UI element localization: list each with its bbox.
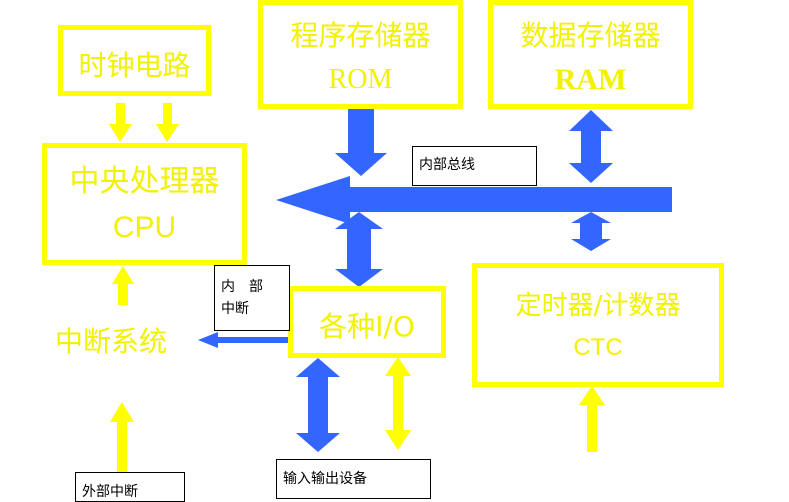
rom-to-bus-arrow bbox=[335, 104, 387, 176]
ctc-abbrev: CTC bbox=[573, 334, 623, 361]
ctc-block: 定时器/计数器 CTC bbox=[472, 263, 724, 387]
internal-bus-note: 内部总线 bbox=[412, 146, 537, 186]
interrupt-system-label: 中断系统 bbox=[55, 325, 168, 358]
clock-circuit-block: 时钟电路 bbox=[58, 25, 211, 96]
rom-block: 程序存储器 ROM bbox=[258, 0, 463, 109]
ram-label: 数据存储器 bbox=[520, 19, 661, 52]
ctc-label: 定时器/计数器 bbox=[515, 291, 681, 321]
internal-interrupt-text-line2: 中断 bbox=[221, 301, 249, 317]
clock-circuit-label: 时钟电路 bbox=[78, 49, 191, 82]
ram-abbrev: RAM bbox=[554, 63, 627, 96]
external-interrupt-note: 外部中断 bbox=[75, 472, 185, 502]
interrupt-to-cpu-arrow bbox=[112, 266, 134, 305]
internal-bus-arrow bbox=[276, 176, 672, 224]
io-to-interrupt-arrow bbox=[198, 332, 290, 348]
cpu-block: 中央处理器 CPU bbox=[42, 143, 247, 265]
ctc-input-arrow bbox=[579, 386, 605, 452]
cpu-abbrev: CPU bbox=[112, 211, 177, 244]
external-interrupt-text: 外部中断 bbox=[82, 484, 138, 500]
cpu-label: 中央处理器 bbox=[69, 164, 220, 199]
io-device-bus-arrow bbox=[296, 358, 340, 452]
rom-abbrev: ROM bbox=[328, 64, 393, 95]
internal-interrupt-text-line1: 内 部 bbox=[221, 279, 263, 295]
io-label: 各种I/O bbox=[319, 310, 415, 343]
clock-to-cpu-arrow-left bbox=[109, 103, 132, 142]
ram-block: 数据存储器 RAM bbox=[488, 0, 693, 109]
io-block: 各种I/O bbox=[288, 286, 446, 358]
ram-bus-double-arrow bbox=[569, 110, 613, 183]
bus-to-ctc-double-arrow bbox=[571, 212, 611, 251]
io-devices-note: 输入输出设备 bbox=[276, 459, 431, 499]
internal-interrupt-note: 内 部 中断 bbox=[214, 265, 290, 331]
bus-io-double-arrow bbox=[335, 212, 383, 287]
internal-bus-text: 内部总线 bbox=[419, 157, 475, 173]
io-devices-text: 输入输出设备 bbox=[283, 471, 367, 487]
io-device-double-arrow bbox=[385, 357, 411, 450]
clock-to-cpu-arrow-right bbox=[156, 103, 179, 142]
external-interrupt-arrow bbox=[110, 402, 134, 475]
rom-label: 程序存储器 bbox=[290, 19, 431, 52]
